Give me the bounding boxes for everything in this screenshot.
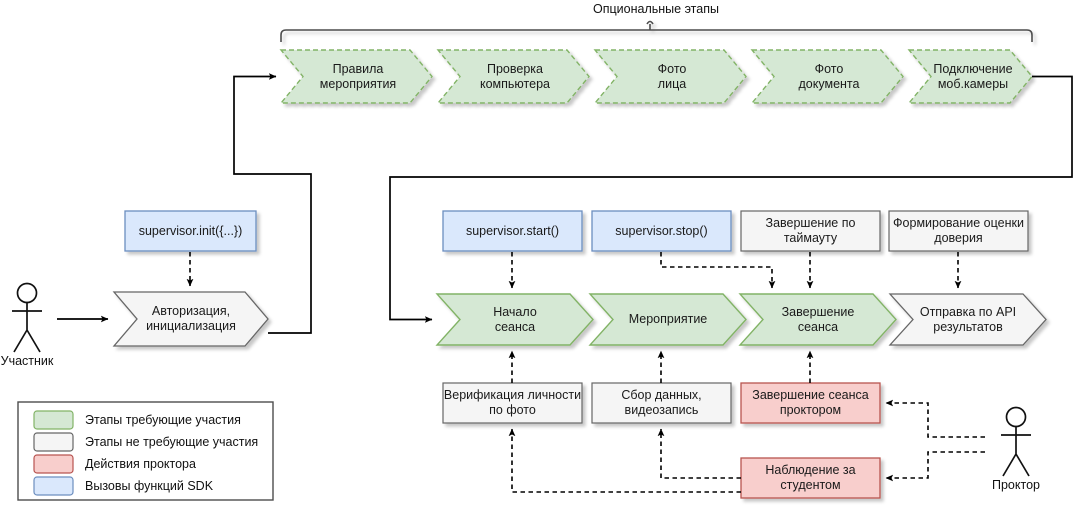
edge-stop-to-session-end: [660, 252, 776, 289]
box-shapes: [124, 210, 1029, 499]
legend-label-2: Действия проктора: [85, 457, 196, 471]
legend-label-3: Вызовы функций SDK: [85, 479, 214, 493]
box-supervisor-stop: [591, 210, 732, 252]
legend-swatch-blue: [33, 476, 74, 496]
box-timeout-finish: [740, 210, 881, 252]
legend-box: [17, 401, 274, 501]
edge-auth-to-optional: [233, 73, 312, 334]
chevron-optional-0: [279, 49, 433, 104]
main-stage-shapes: [112, 291, 1047, 347]
solid-connectors: [57, 73, 1073, 334]
label-actor-participant: Участник: [0, 354, 54, 368]
legend-swatch-green: [33, 410, 74, 430]
chevron-main-api-send: [888, 293, 1047, 346]
box-proctor-observation: [740, 457, 881, 499]
chevron-main-authorization: [112, 291, 269, 347]
box-supervisor-init: [124, 210, 257, 252]
edge-observation-to-verification: [508, 428, 741, 493]
chevron-main-session-start: [435, 293, 594, 346]
legend-swatch-grey: [33, 432, 74, 452]
label-actor-proctor: Проктор: [992, 478, 1040, 492]
edge-optional-to-session-start: [389, 75, 1073, 323]
chevron-optional-3: [750, 49, 904, 104]
optional-stage-shapes: [279, 49, 1033, 104]
optional-stages-bracket: [280, 20, 1033, 42]
legend-label-1: Этапы не требующие участия: [85, 435, 259, 449]
chevron-main-event: [588, 293, 747, 346]
box-data-collection: [591, 382, 732, 424]
chevron-optional-1: [436, 49, 590, 104]
box-identity-verification: [442, 382, 583, 424]
edge-proctor-to-observation: [885, 451, 985, 482]
edge-observation-to-collection: [657, 428, 741, 479]
dashed-connectors: [186, 252, 985, 493]
legend-label-0: Этапы требующие участия: [85, 413, 241, 427]
box-trust-score: [888, 210, 1029, 252]
edge-proctor-to-session-end-action: [885, 399, 985, 438]
box-supervisor-start: [442, 210, 583, 252]
chevron-optional-2: [593, 49, 747, 104]
box-proctor-session-end: [740, 382, 881, 424]
actor-participant: [12, 282, 42, 353]
actor-proctor: [1001, 406, 1031, 477]
chevron-optional-4: [907, 49, 1033, 104]
chevron-main-session-end: [738, 293, 897, 346]
optional-stages-bracket-label: Опциональные этапы: [593, 2, 719, 16]
legend-swatch-red: [33, 454, 74, 474]
